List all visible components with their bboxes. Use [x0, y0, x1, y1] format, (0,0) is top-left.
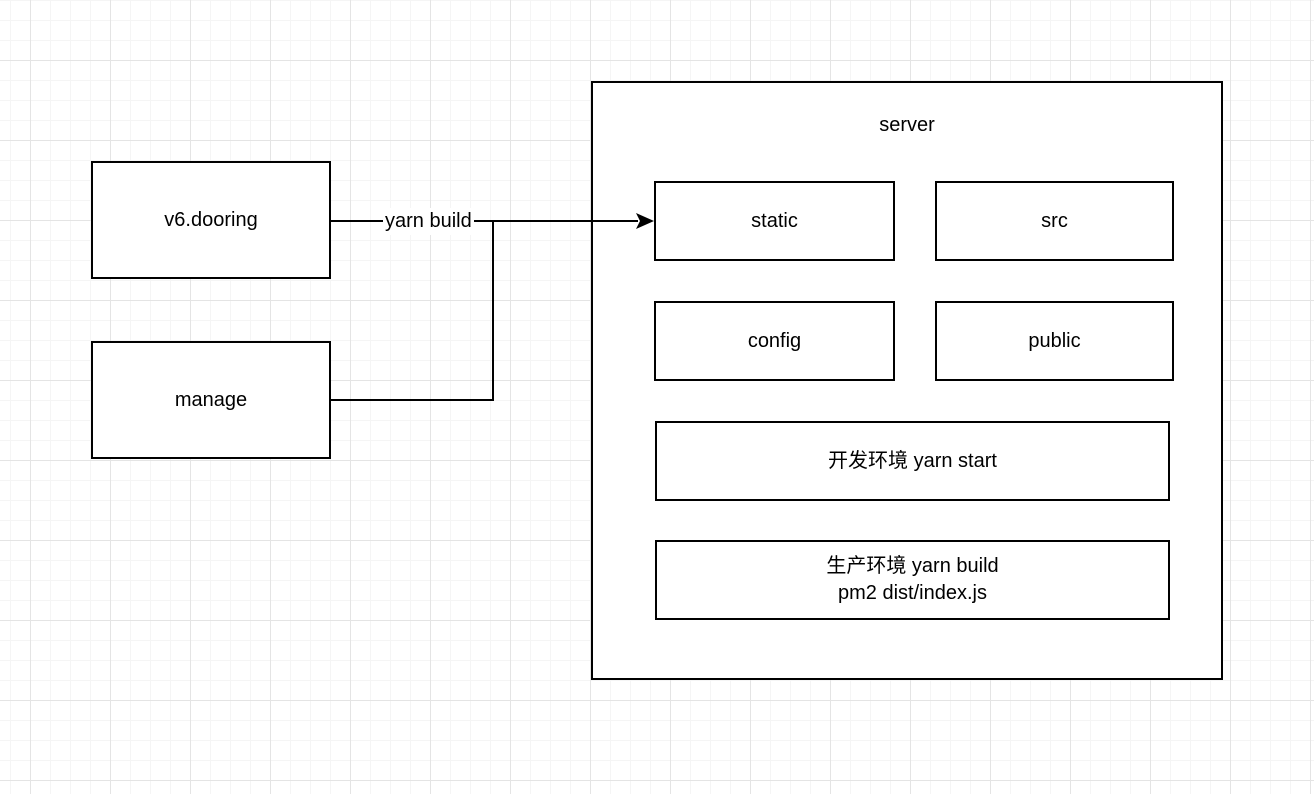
- node-static-label: static: [751, 209, 798, 232]
- node-src-label: src: [1041, 209, 1068, 232]
- node-manage[interactable]: manage: [91, 341, 331, 459]
- node-static[interactable]: static: [654, 181, 895, 261]
- node-prod-env-label-line2: pm2 dist/index.js: [838, 582, 987, 604]
- edge-label-yarn-build: yarn build: [383, 208, 474, 235]
- node-prod-env[interactable]: 生产环境 yarn build pm2 dist/index.js: [655, 540, 1170, 620]
- node-config-label: config: [747, 329, 802, 352]
- node-src[interactable]: src: [935, 181, 1174, 261]
- node-v6dooring-label: v6.dooring: [164, 208, 258, 231]
- node-dev-env[interactable]: 开发环境 yarn start: [655, 421, 1170, 501]
- node-dev-env-label: 开发环境 yarn start: [828, 449, 997, 472]
- edge-manage-to-junction: [330, 221, 494, 401]
- node-public[interactable]: public: [935, 301, 1174, 381]
- node-v6dooring[interactable]: v6.dooring: [91, 161, 331, 279]
- node-prod-env-label-line1: 生产环境 yarn build: [826, 555, 999, 577]
- node-public-label: public: [1028, 329, 1081, 352]
- node-manage-label: manage: [174, 388, 248, 411]
- node-config[interactable]: config: [654, 301, 895, 381]
- group-server-title: server: [879, 114, 935, 136]
